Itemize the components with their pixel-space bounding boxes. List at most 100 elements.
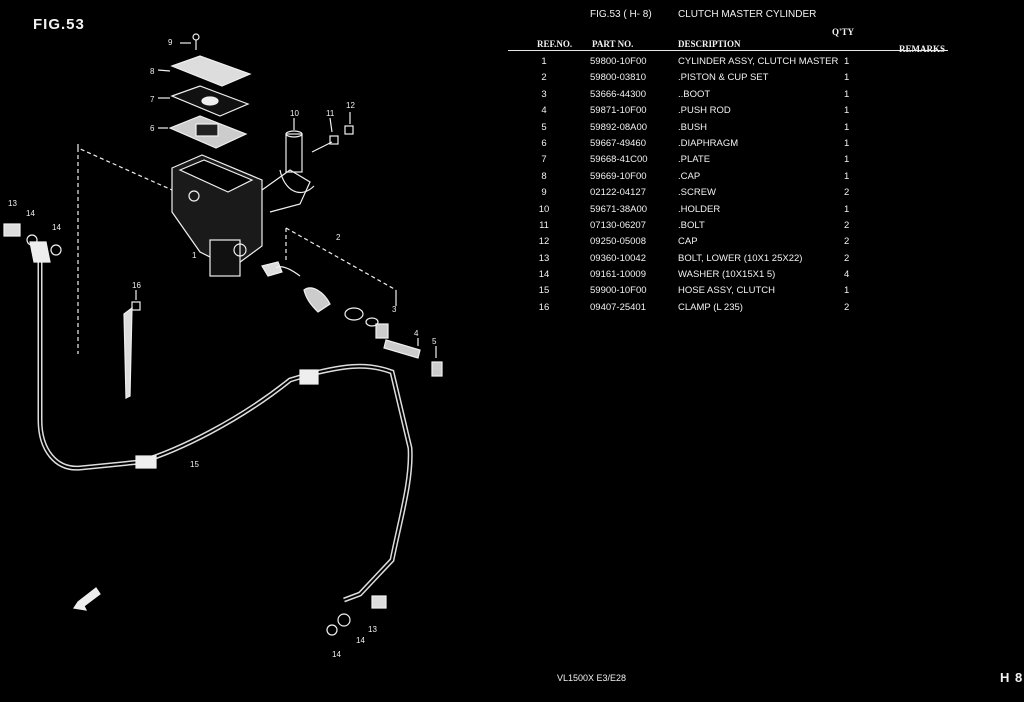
description-cell: ..BOOT [678,88,711,100]
part-number-cell: 59800-10F00 [590,56,647,67]
part-holder [279,118,315,193]
part-clutch-hose [29,241,413,603]
part-number-cell: 53666-44300 [590,88,646,100]
part-number-cell: 59669-10F00 [590,170,647,182]
ref-cell: 12 [538,236,550,248]
column-header-description: DESCRIPTION [678,39,741,49]
part-number-cell: 59800-03810 [590,72,646,84]
callout: 7 [150,95,155,104]
model-code: VL1500X E3/E28 [557,673,627,683]
description-cell: .PISTON & CUP SET [678,72,769,84]
callout: 3 [392,305,397,314]
ref-cell: 5 [541,121,547,133]
callout: 2 [336,233,341,242]
part-lower-banjo-bolt [326,595,387,636]
part-screw [180,33,200,50]
part-upper-banjo-bolt [3,223,62,256]
description-cell: .DIAPHRAGM [678,137,739,149]
description-cell: BOLT, LOWER (10X1 25X22) [678,252,803,264]
quantity-cell: 1 [844,170,850,182]
quantity-cell: 2 [844,187,850,199]
ref-cell: 16 [538,301,550,313]
callout: 6 [150,124,155,133]
part-number-cell: 02122-04127 [590,187,646,199]
part-master-cylinder-body [171,154,311,277]
callout: 12 [346,101,355,110]
quantity-cell: 1 [844,88,850,100]
diagram-drawing: 9 8 7 6 10 11 12 1 2 3 4 5 13 14 14 16 1… [3,33,443,659]
table-row: 3 53666-44300 ..BOOT 1 [508,89,968,105]
quantity-cell: 1 [844,154,850,166]
description-cell: .SCREW [678,187,716,199]
callout: 14 [26,209,35,218]
part-number-cell: 07130-06207 [590,219,646,231]
part-bush [431,361,443,377]
ref-cell: 2 [541,72,547,84]
ref-cell: 9 [541,187,547,199]
callout: 5 [432,337,437,346]
quantity-cell: 2 [844,252,850,264]
quantity-cell: 1 [844,72,850,84]
part-number-cell: 09250-05008 [590,236,646,248]
ref-cell: 15 [538,285,550,297]
quantity-cell: 2 [844,301,850,313]
figure-title: CLUTCH MASTER CYLINDER [678,9,817,20]
ref-cell: 6 [541,137,547,149]
part-bolt [311,117,339,153]
quantity-cell: 4 [844,269,850,281]
quantity-cell: 2 [844,219,850,231]
figure-label: FIG.53 [33,16,85,33]
description-cell: .PUSH ROD [678,105,731,117]
description-cell: WASHER (10X15X1 5) [678,269,776,281]
callout: 13 [8,199,17,208]
qty-header: Q'TY [832,27,855,37]
description-cell: .BOLT [678,219,705,231]
parts-table: 1 59800-10F00 CYLINDER ASSY, CLUTCH MASTER… [508,56,968,318]
callout: 13 [368,625,377,634]
callout: 14 [332,650,341,659]
description-cell: CAP [678,236,698,248]
header-divider [508,50,948,51]
callout: 14 [52,223,61,232]
part-piston-set [261,227,397,313]
ref-cell: 3 [541,88,547,100]
table-row: 12 09250-05008 CAP 2 [508,236,968,252]
table-row: 4 59871-10F00 .PUSH ROD 1 [508,105,968,121]
description-cell: HOSE ASSY, CLUTCH [678,285,775,297]
description-cell: .BUSH [678,121,708,133]
front-arrow-icon [72,587,101,611]
callout: 9 [168,38,173,47]
part-boot [344,307,379,327]
description-cell: .PLATE [678,154,711,166]
quantity-cell: 1 [844,285,850,297]
ref-cell: 1 [541,56,547,67]
quantity-cell: 1 [844,137,850,149]
table-row: 1 59800-10F00 CYLINDER ASSY, CLUTCH MASTER… [508,56,968,72]
quantity-cell: 2 [844,236,850,248]
table-row: 2 59800-03810 .PISTON & CUP SET 1 [508,72,968,88]
callout: 14 [356,636,365,645]
description-cell: .CAP [678,170,701,182]
callout: 8 [150,67,155,76]
callout: 4 [414,329,419,338]
description-cell: CLAMP (L 235) [678,301,743,313]
table-row: 16 09407-25401 CLAMP (L 235) 2 [508,302,968,318]
part-cap [170,55,252,87]
ref-cell: 4 [541,105,547,117]
description-cell: CYLINDER ASSY, CLUTCH MASTER [678,56,839,67]
figure-reference: FIG.53 ( H- 8) [590,9,652,20]
part-number-cell: 59871-10F00 [590,105,647,117]
part-number-cell: 59892-08A00 [590,121,648,133]
callout: 16 [132,281,141,290]
part-number-cell: 09407-25401 [590,301,646,313]
page-number: H 8 [1000,670,1024,685]
part-number-cell: 59671-38A00 [590,203,648,215]
quantity-cell: 1 [844,105,850,117]
